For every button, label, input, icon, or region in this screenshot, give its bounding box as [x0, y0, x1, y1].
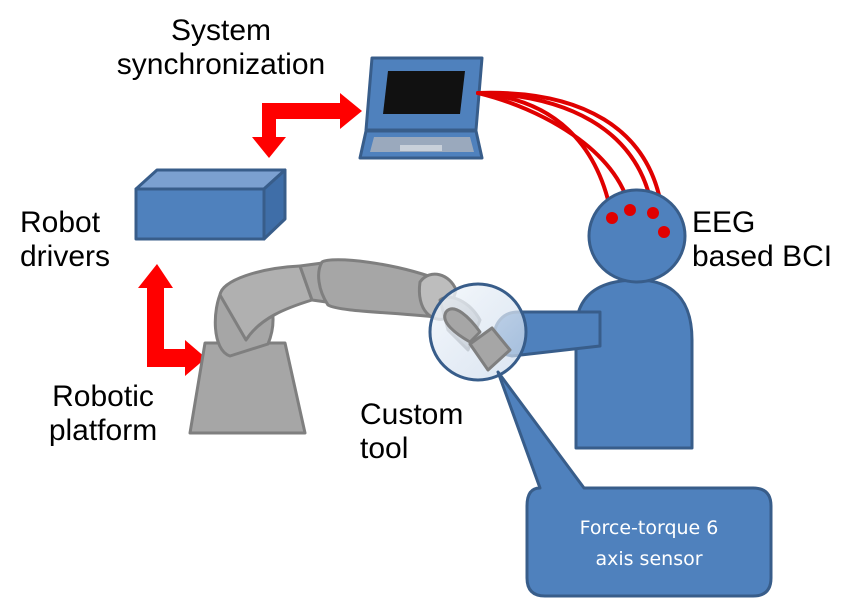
- driver-box-icon: [134, 168, 287, 241]
- robotic-platform-label: Robotic platform: [48, 380, 158, 447]
- system-sync-label: System synchronization: [116, 14, 326, 81]
- sensor-callout: [496, 370, 773, 598]
- sync-arrow: [252, 93, 362, 158]
- laptop-icon: [358, 56, 484, 160]
- sensor-callout-text: Force-torque 6 axis sensor: [579, 517, 719, 570]
- robot-drivers-label: Robot drivers: [20, 206, 111, 273]
- driver-platform-arrow: [138, 264, 206, 376]
- custom-tool-label: Custom tool: [360, 398, 464, 465]
- eeg-cables: [476, 90, 666, 234]
- electrodes: [606, 204, 670, 238]
- eeg-bci-label: EEG based BCI: [692, 206, 833, 273]
- custom-tool-icon: [428, 282, 528, 382]
